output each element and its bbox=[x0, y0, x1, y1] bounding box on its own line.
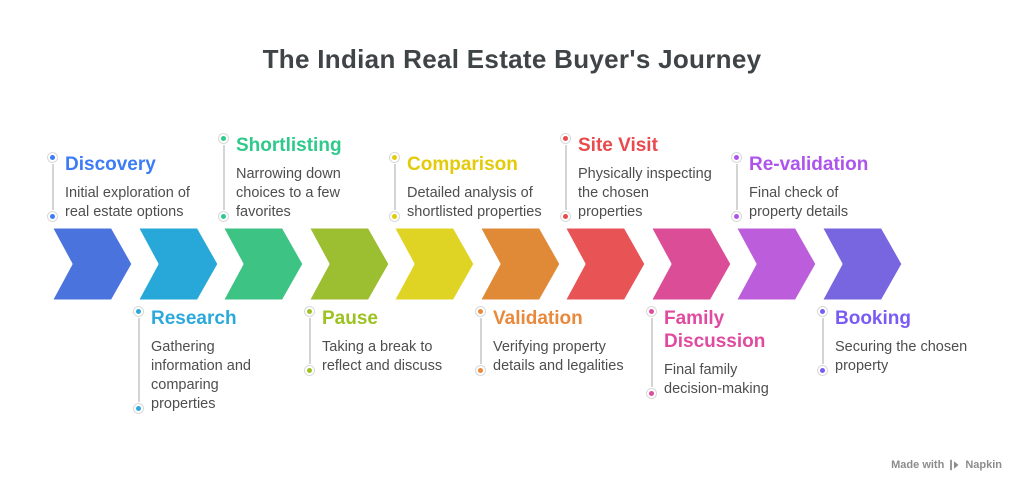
connector-dot bbox=[218, 211, 229, 222]
stage-title: Family Discussion bbox=[664, 308, 766, 352]
stage-title: Re-validation bbox=[749, 153, 869, 175]
connector-dot bbox=[133, 306, 144, 317]
connector-dot bbox=[47, 211, 58, 222]
napkin-brand-label: Napkin bbox=[965, 459, 1002, 471]
stage-title: Booking bbox=[835, 308, 911, 329]
connector-dot bbox=[475, 365, 486, 377]
stage-title: Discovery bbox=[65, 153, 156, 175]
connector-dot bbox=[133, 403, 144, 415]
stage-title: Shortlisting bbox=[236, 134, 342, 156]
chevron-shortlisting bbox=[220, 225, 306, 303]
stage-booking: Booking Securing the chosen property bbox=[817, 306, 980, 377]
stage-title: Research bbox=[151, 308, 237, 329]
stage-comparison: Comparison Detailed analysis of shortlis… bbox=[389, 151, 547, 222]
stage-description: Securing the chosen property bbox=[835, 338, 968, 374]
stage-title: Site Visit bbox=[578, 134, 658, 156]
napkin-logo-icon bbox=[949, 459, 960, 471]
connector-line bbox=[47, 151, 58, 222]
stage-description: Final family decision-making bbox=[664, 361, 769, 397]
stage-title: Comparison bbox=[407, 153, 518, 175]
chevron-validation bbox=[477, 225, 563, 303]
stage-re-validation: Re-validation Final check of property de… bbox=[731, 151, 874, 222]
stage-research: Research Gathering information and compa… bbox=[133, 306, 266, 415]
stage-validation: Validation Verifying property details an… bbox=[475, 306, 643, 377]
stage-description: Narrowing down choices to a few favorite… bbox=[236, 165, 341, 220]
stage-title: Validation bbox=[493, 308, 583, 329]
stage-description: Initial exploration of real estate optio… bbox=[65, 184, 190, 220]
stage-description: Gathering information and comparing prop… bbox=[151, 338, 251, 413]
page-title: The Indian Real Estate Buyer's Journey bbox=[262, 44, 762, 74]
connector-dot bbox=[47, 151, 58, 163]
chevron-discovery bbox=[49, 225, 135, 303]
stage-title: Pause bbox=[322, 308, 378, 329]
connector-dot bbox=[560, 132, 571, 144]
stage-discovery: Discovery Initial exploration of real es… bbox=[47, 151, 210, 222]
connector-dot bbox=[731, 211, 742, 222]
connector-dot bbox=[817, 365, 828, 377]
stage-family-discussion: Family Discussion Final family decision-… bbox=[646, 306, 784, 399]
connector-dot bbox=[389, 151, 400, 163]
connector-line bbox=[731, 151, 742, 222]
stage-pause: Pause Taking a break to reflect and disc… bbox=[304, 306, 452, 377]
stage-description: Final check of property details bbox=[749, 184, 849, 220]
connector-dot bbox=[560, 211, 571, 222]
connector-line bbox=[218, 132, 229, 222]
chevron-research bbox=[135, 225, 221, 303]
chevron-comparison bbox=[391, 225, 477, 303]
connector-line bbox=[304, 306, 315, 377]
stage-site-visit: Site Visit Physically inspecting the cho… bbox=[560, 132, 713, 222]
connector-dot bbox=[731, 151, 742, 163]
stage-description: Verifying property details and legalitie… bbox=[493, 338, 624, 374]
made-with-napkin-badge: Made with Napkin bbox=[891, 459, 1002, 471]
connector-dot bbox=[304, 306, 315, 317]
connector-dot bbox=[646, 387, 657, 399]
stage-description: Detailed analysis of shortlisted propert… bbox=[407, 184, 542, 220]
connector-line bbox=[133, 306, 144, 415]
chevron-booking bbox=[819, 225, 905, 303]
connector-line bbox=[817, 306, 828, 377]
chevron-site-visit bbox=[562, 225, 648, 303]
connector-dot bbox=[646, 306, 657, 317]
stage-description: Taking a break to reflect and discuss bbox=[322, 338, 443, 374]
connector-dot bbox=[218, 132, 229, 144]
made-with-label: Made with bbox=[891, 459, 945, 471]
chevron-re-validation bbox=[733, 225, 819, 303]
connector-line bbox=[475, 306, 486, 377]
connector-dot bbox=[304, 365, 315, 377]
chevron-family-discussion bbox=[648, 225, 734, 303]
chevron-pause bbox=[306, 225, 392, 303]
connector-dot bbox=[389, 211, 400, 222]
stage-description: Physically inspecting the chosen propert… bbox=[578, 165, 712, 220]
connector-line bbox=[646, 306, 657, 399]
connector-dot bbox=[817, 306, 828, 317]
connector-dot bbox=[475, 306, 486, 317]
connector-line bbox=[389, 151, 400, 222]
connector-line bbox=[560, 132, 571, 222]
stage-shortlisting: Shortlisting Narrowing down choices to a… bbox=[218, 132, 356, 222]
